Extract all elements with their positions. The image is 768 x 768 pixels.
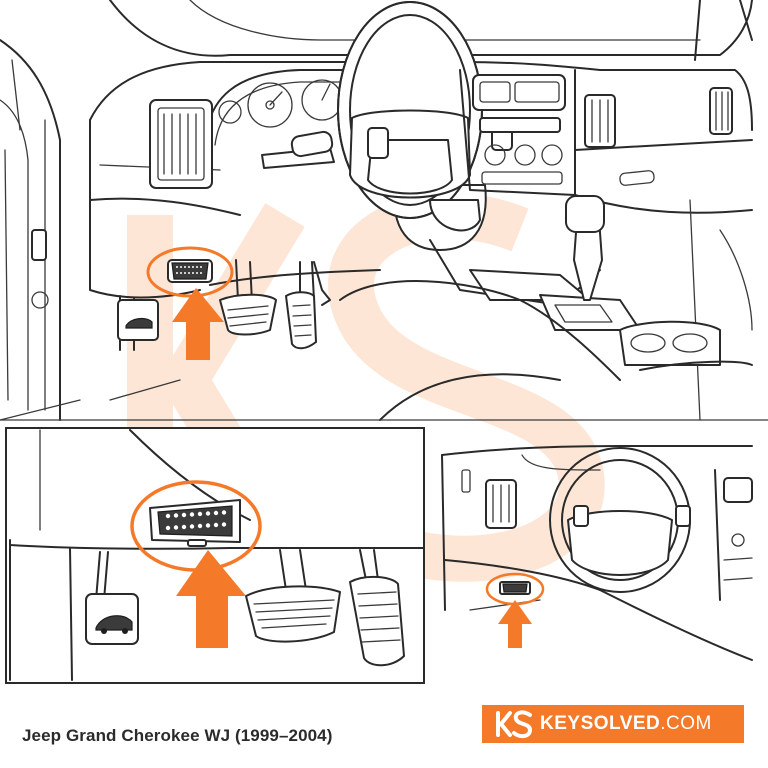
zoom-inset — [5, 427, 425, 684]
pedals-zoom — [245, 549, 405, 667]
main-interior-view — [0, 0, 753, 421]
ks-logo-icon — [496, 710, 533, 739]
brand-badge: KEYSOLVED.COM — [482, 705, 744, 743]
obd-port-main — [146, 246, 234, 298]
brand-name-bold: KEYSOLVED — [540, 713, 661, 734]
obd-port-overview — [485, 572, 545, 606]
brand-suffix: .COM — [660, 713, 712, 734]
arrow-overview — [498, 600, 532, 648]
hood-release-main — [117, 295, 159, 351]
obd-port-zoom — [130, 480, 262, 572]
pedals-main — [219, 259, 331, 350]
hood-release-zoom — [69, 547, 139, 681]
brand-name: KEYSOLVED.COM — [540, 713, 712, 735]
overview-inset — [441, 445, 753, 661]
steering-wheel — [337, 1, 513, 232]
vehicle-caption: Jeep Grand Cherokee WJ (1999–2004) — [22, 726, 333, 745]
arrow-main — [172, 288, 224, 360]
arrow-zoom — [176, 550, 246, 648]
